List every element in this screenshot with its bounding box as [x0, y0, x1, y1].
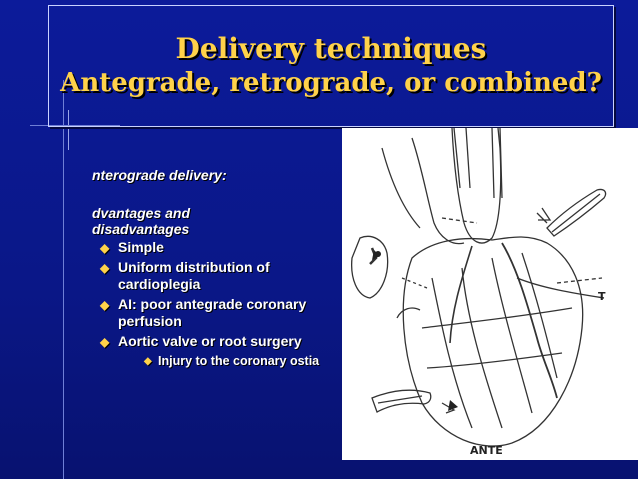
diamond-bullet-icon: ◆	[100, 241, 110, 255]
diamond-bullet-icon: ◆	[100, 261, 110, 275]
diamond-bullet-icon: ◆	[100, 335, 110, 349]
list-item: ◆Aortic valve or root surgery ◆Injury to…	[92, 333, 332, 369]
sub-bullet-list: ◆Injury to the coronary ostia	[118, 354, 332, 369]
figure-label-ante: ANTE	[470, 444, 503, 457]
decorative-line-vertical	[63, 80, 64, 479]
list-item: ◆AI: poor antegrade coronary perfusion	[100, 296, 307, 329]
decorative-line-vertical-short	[68, 110, 69, 150]
section-heading: nterograde delivery:	[92, 167, 227, 183]
heart-drawing-icon: T ANTE	[351, 128, 607, 457]
heart-illustration: T ANTE	[342, 128, 638, 460]
slide-subtitle: Antegrade, retrograde, or combined?	[60, 68, 602, 98]
diamond-bullet-icon: ◆	[100, 298, 110, 312]
subheading-line1: dvantages and	[92, 205, 191, 221]
title-box: Delivery techniques Antegrade, retrograd…	[48, 5, 614, 127]
sub-list-item: ◆Injury to the coronary ostia	[144, 354, 320, 368]
body-text: nterograde delivery: dvantages and disad…	[92, 167, 332, 372]
list-item: ◆Uniform distribution of cardioplegia	[100, 259, 270, 292]
list-item: ◆Simple	[100, 239, 164, 255]
bullet-list: ◆Simple ◆Uniform distribution of cardiop…	[92, 239, 332, 369]
figure-label-t: T	[598, 290, 606, 303]
decorative-line-horizontal	[30, 125, 120, 126]
diamond-bullet-icon: ◆	[144, 356, 152, 367]
subheading-line2: disadvantages	[92, 221, 190, 237]
slide-title: Delivery techniques	[175, 32, 487, 65]
